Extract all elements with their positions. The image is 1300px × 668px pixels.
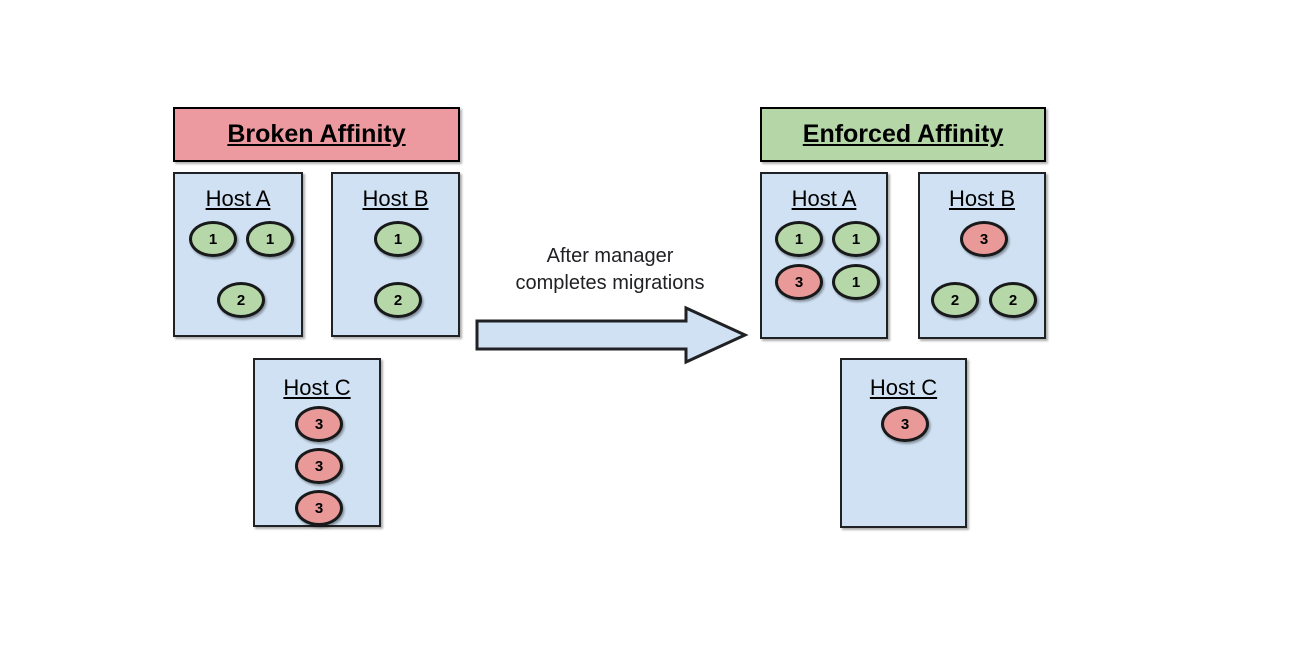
vm-label: 1 <box>851 273 861 291</box>
transition-caption: After manager completes migrations <box>478 243 742 297</box>
vm-label: 3 <box>314 499 324 517</box>
vm-label: 2 <box>236 291 246 309</box>
host-title-left-a: Host A <box>205 186 271 211</box>
vm-ellipse: 3 <box>295 406 343 442</box>
vm-ellipse: 1 <box>246 221 294 257</box>
vm-ellipse: 3 <box>295 448 343 484</box>
host-title-right-a: Host A <box>791 186 857 211</box>
vm-ellipse: 1 <box>775 221 823 257</box>
vm-ellipse: 3 <box>775 264 823 300</box>
transition-caption-line2: completes migrations <box>515 272 705 294</box>
vm-ellipse: 2 <box>989 282 1037 318</box>
transition-arrow <box>474 304 750 366</box>
arrow-right-icon <box>475 305 749 365</box>
vm-ellipse: 2 <box>374 282 422 318</box>
vm-label: 2 <box>1008 291 1018 309</box>
host-box-right-c: Host C 3 <box>840 358 967 528</box>
vm-label: 2 <box>393 291 403 309</box>
banner-broken-affinity-label: Broken Affinity <box>227 120 406 148</box>
host-title-left-b: Host B <box>362 186 429 211</box>
host-box-left-c: Host C 3 3 3 <box>253 358 381 527</box>
host-box-left-a: Host A 1 1 2 <box>173 172 303 337</box>
host-box-left-b: Host B 1 2 <box>331 172 460 337</box>
vm-ellipse: 2 <box>217 282 265 318</box>
vm-ellipse: 1 <box>189 221 237 257</box>
vm-ellipse: 3 <box>960 221 1008 257</box>
vm-label: 1 <box>393 230 403 248</box>
vm-label: 3 <box>794 273 804 291</box>
vm-ellipse: 3 <box>295 490 343 526</box>
transition-caption-line1: After manager <box>546 245 674 267</box>
vm-label: 3 <box>979 230 989 248</box>
vm-label: 3 <box>314 415 324 433</box>
vm-ellipse: 1 <box>832 221 880 257</box>
vm-label: 2 <box>950 291 960 309</box>
vm-ellipse: 1 <box>832 264 880 300</box>
banner-enforced-affinity: Enforced Affinity <box>760 107 1046 162</box>
banner-enforced-affinity-label: Enforced Affinity <box>802 120 1004 148</box>
host-box-right-b: Host B 3 2 2 <box>918 172 1046 339</box>
vm-label: 3 <box>900 415 910 433</box>
host-title-right-c: Host C <box>869 375 938 400</box>
host-title-left-c: Host C <box>283 375 351 400</box>
banner-broken-affinity: Broken Affinity <box>173 107 460 162</box>
vm-label: 1 <box>794 230 804 248</box>
host-box-right-a: Host A 1 1 3 1 <box>760 172 888 339</box>
vm-label: 3 <box>314 457 324 475</box>
vm-label: 1 <box>851 230 861 248</box>
vm-ellipse: 2 <box>931 282 979 318</box>
vm-label: 1 <box>265 230 275 248</box>
vm-ellipse: 1 <box>374 221 422 257</box>
vm-ellipse: 3 <box>881 406 929 442</box>
vm-label: 1 <box>208 230 218 248</box>
host-title-right-b: Host B <box>948 186 1016 211</box>
